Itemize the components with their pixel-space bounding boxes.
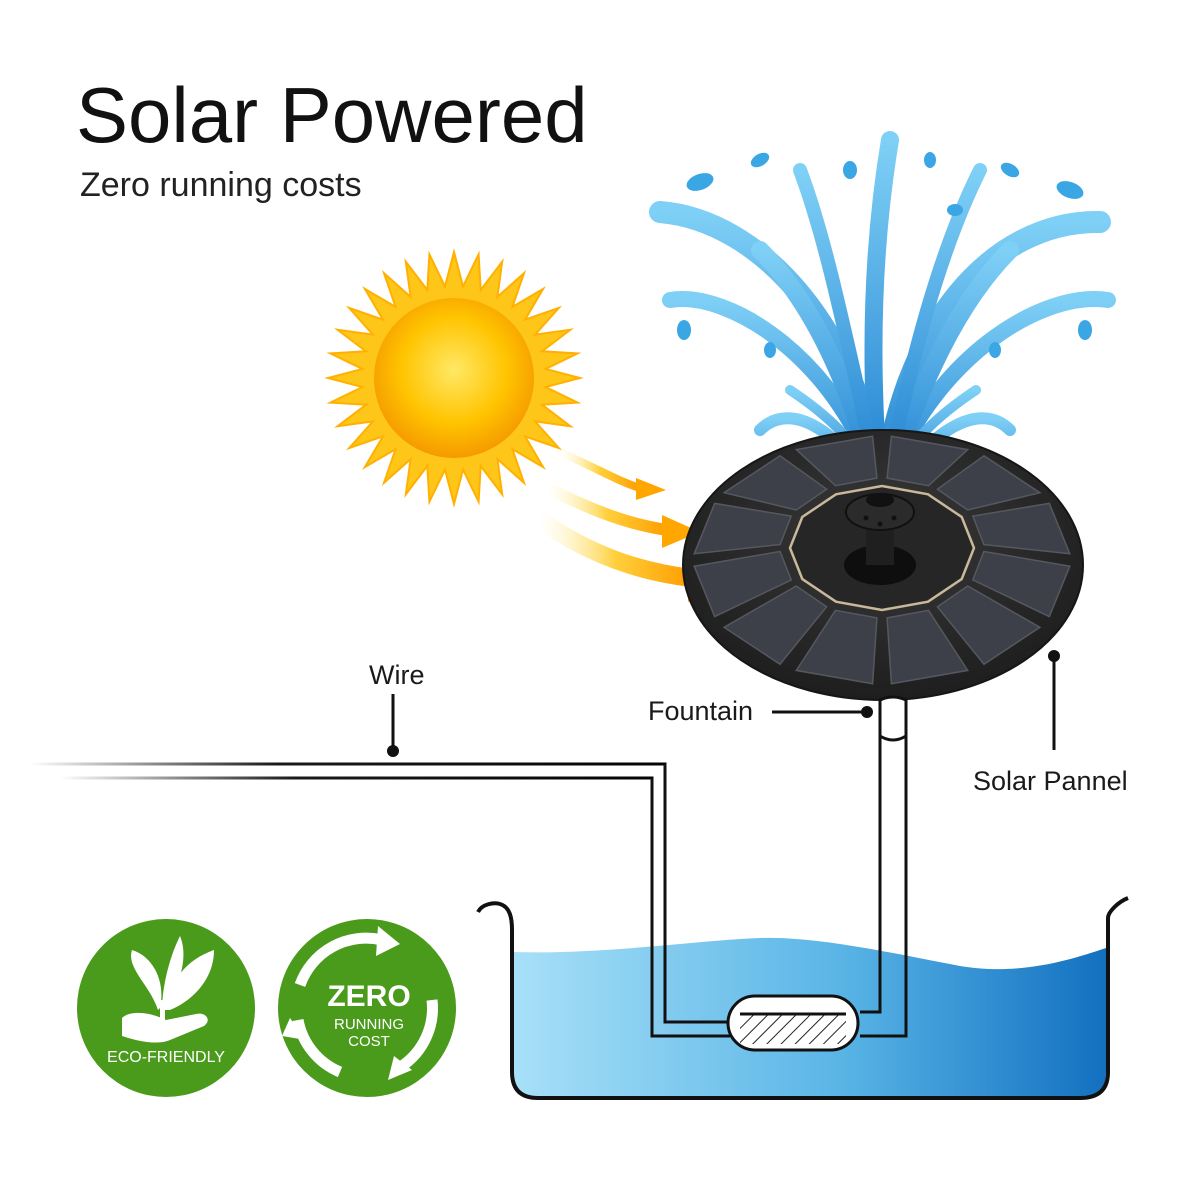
fountain-pipe — [860, 695, 908, 1038]
wire-leader — [387, 694, 399, 757]
solar-cell — [693, 550, 793, 618]
solar-cell — [693, 502, 793, 555]
leaf-hand-icon — [122, 936, 214, 1043]
solar-disc-icon — [682, 429, 1084, 701]
solar-cell — [722, 454, 828, 511]
sun-icon — [324, 248, 584, 508]
zero-text: ZERO — [327, 980, 410, 1013]
page-subtitle: Zero running costs — [80, 166, 362, 204]
solar-panel-leader — [1048, 650, 1060, 750]
solar-cell — [886, 609, 969, 685]
solar-cell — [722, 585, 828, 666]
solar-cell — [971, 502, 1071, 555]
solar-cell — [886, 435, 970, 487]
running-text: RUNNING — [334, 1016, 404, 1033]
solar-cell — [936, 454, 1042, 511]
zero-running-cost-badge: ZERO RUNNING COST — [278, 919, 456, 1097]
eco-friendly-badge: ECO-FRIENDLY — [77, 919, 255, 1097]
fountain-leader — [772, 706, 873, 718]
page-title: Solar Powered — [76, 71, 588, 159]
solar-cell — [794, 435, 878, 487]
solar-cell — [795, 609, 878, 685]
solar-panel-label: Solar Pannel — [973, 766, 1128, 796]
eco-friendly-text: ECO-FRIENDLY — [107, 1049, 225, 1066]
recycle-arrows-icon — [292, 932, 438, 1078]
cost-text: COST — [348, 1033, 390, 1050]
arrow-head-icon — [662, 515, 700, 548]
pump-icon — [726, 994, 860, 1052]
fountain-label: Fountain — [648, 696, 754, 726]
water-droplets — [677, 152, 1092, 358]
solar-cell — [971, 550, 1071, 618]
wire-verticals — [650, 764, 730, 1038]
wire-label: Wire — [369, 660, 425, 690]
arrow-head-icon — [636, 478, 666, 500]
solar-cell — [936, 585, 1042, 666]
